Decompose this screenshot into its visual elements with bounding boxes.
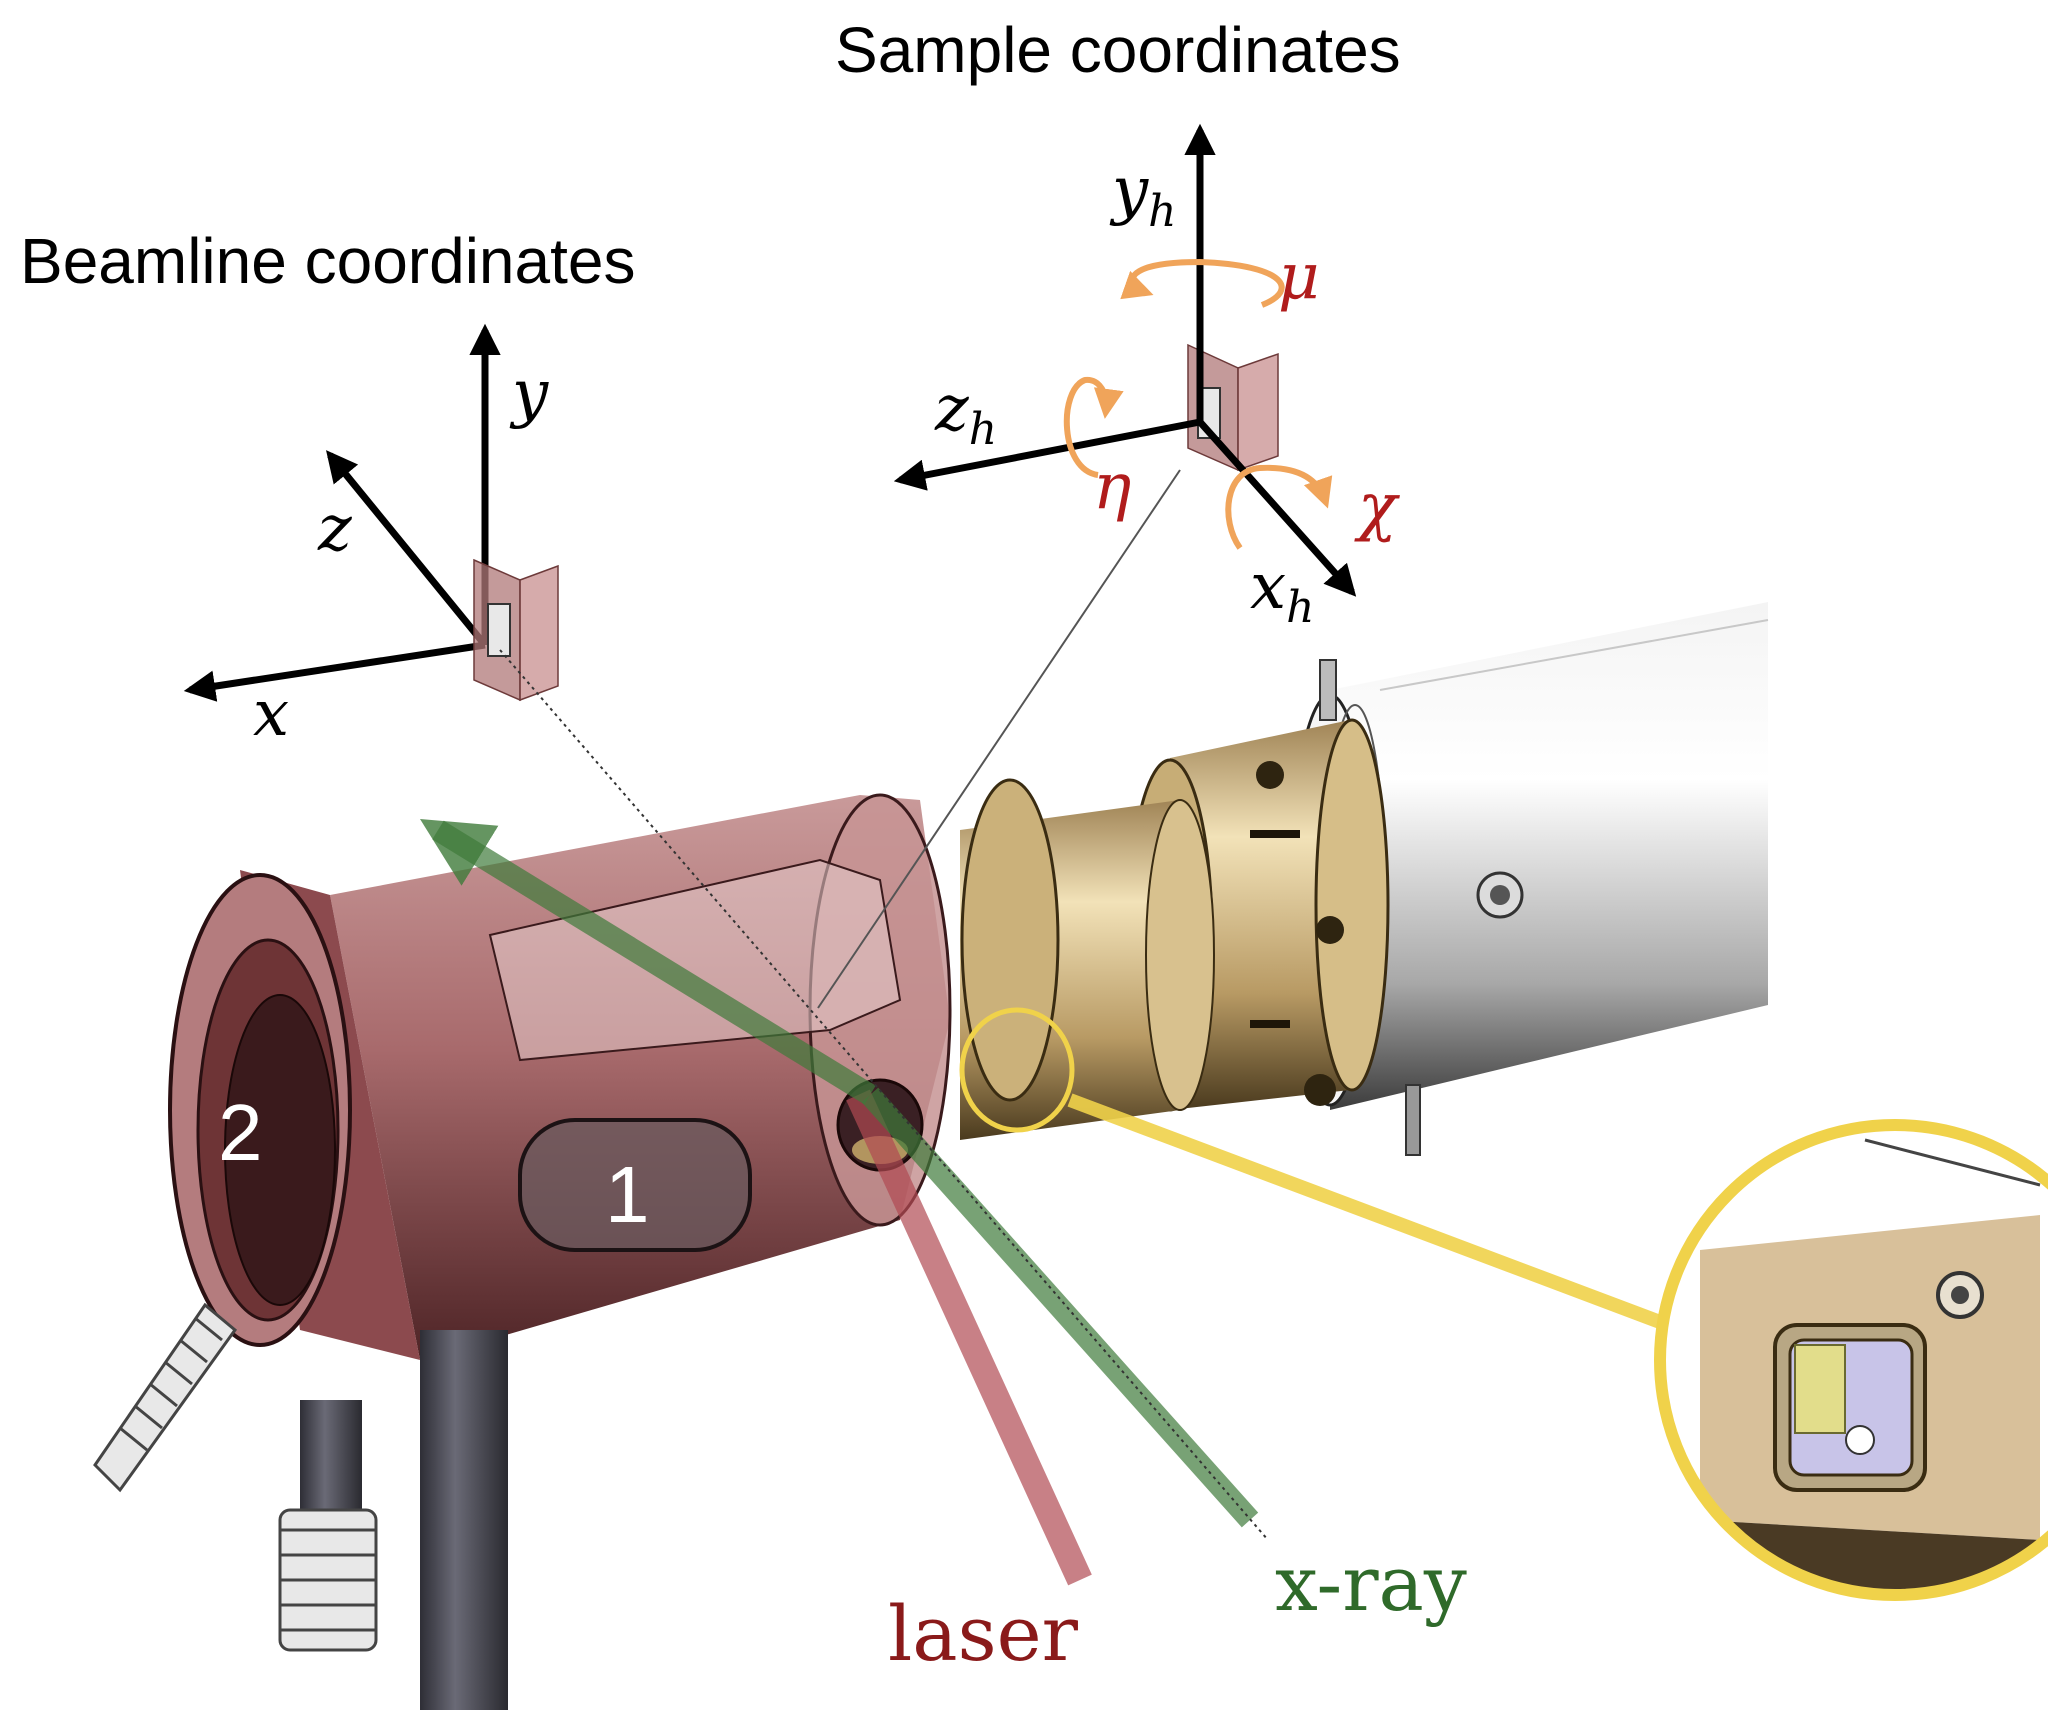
sample-coordinates-title: Sample coordinates (835, 14, 1401, 86)
chi-label: χ (1354, 470, 1400, 544)
sample-z-label: zh (934, 372, 997, 455)
inset-sample-crystal (1794, 1344, 1846, 1434)
beamline-z-axis (326, 450, 488, 648)
beamline-z-label: z (317, 492, 353, 566)
sample-axes: yh zh xh μ η χ (893, 123, 1400, 633)
sample-x-axis (1197, 419, 1357, 597)
laser-beam (846, 1089, 1092, 1586)
magnifier (959, 1007, 2048, 1601)
pink-housing (168, 793, 952, 1360)
beamline-y-label: y (509, 357, 549, 431)
xray-label: x-ray (1275, 1539, 1467, 1628)
inset-frame (1654, 1119, 2048, 1601)
beamline-sample-chip (473, 558, 559, 702)
mu-rotation-arrow (1120, 258, 1285, 308)
sample-x-label: xh (1250, 550, 1314, 633)
gold-sleeve (960, 778, 1215, 1140)
inset-detail (1660, 1125, 2048, 1595)
chi-rotation-arrow (1225, 464, 1333, 550)
window-2-label: 2 (218, 1088, 263, 1177)
beamline-x-axis (183, 641, 486, 702)
window-1-label: 1 (605, 1150, 650, 1239)
beams (419, 469, 1269, 1586)
beamline-axes: y z x (183, 323, 559, 751)
xray-beam-forward (419, 818, 876, 1105)
sample-y-label: yh (1109, 154, 1177, 237)
magnifier-connector (1067, 1093, 1671, 1332)
beamline-coordinates-title: Beamline coordinates (20, 225, 635, 297)
coiled-hose-left (93, 1302, 238, 1493)
sample-z-axis (893, 418, 1201, 491)
sample-projection-line (817, 469, 1181, 1009)
eta-rotation-arrow (1063, 376, 1124, 478)
eta-label: η (1093, 450, 1131, 524)
xray-beam (861, 1087, 1259, 1528)
support-rod-right (420, 1330, 508, 1710)
apparatus: 1 2 (93, 602, 1769, 1710)
highlight-circle (959, 1007, 1075, 1133)
window-1 (518, 1118, 752, 1252)
laser-label: laser (888, 1589, 1079, 1678)
mu-label: μ (1278, 240, 1320, 314)
beamline-x-label: x (253, 677, 289, 751)
coiled-hose-bottom (278, 1508, 378, 1652)
